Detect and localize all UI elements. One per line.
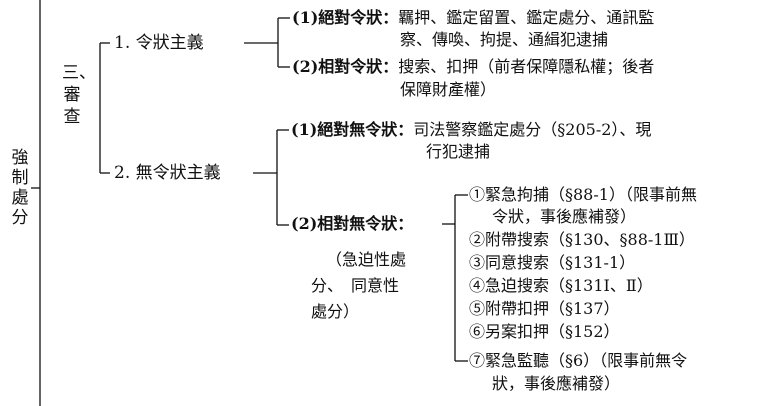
relative-no-warrant-sub-1: （急迫性處 <box>326 250 407 269</box>
list-item-emergency-wiretap-cont: 狀，事後應補發） <box>492 374 621 393</box>
absolute-no-warrant-lead: (1)絕對無令狀： <box>291 120 414 139</box>
relative-warrant-item: (2)相對令狀：搜索、扣押（前者保障隱私權；後者 <box>292 56 654 78</box>
section-label: 三、審查 <box>62 63 96 127</box>
absolute-no-warrant-text-1: 司法警察鑑定處分（§205-2）、現 <box>413 120 652 139</box>
absolute-warrant-lead: (1)絕對令狀： <box>292 8 399 27</box>
absolute-no-warrant-text-2: 行犯逮捕 <box>426 142 491 161</box>
relative-no-warrant-sub-3: 處分） <box>311 302 360 321</box>
absolute-no-warrant-item: (1)絕對無令狀：司法警察鑑定處分（§205-2）、現 <box>291 119 651 141</box>
relative-warrant-lead: (2)相對令狀： <box>292 57 399 76</box>
list-item-emergency-wiretap: ⑦緊急監聽（§6）（限事前無令 <box>469 351 688 370</box>
root-label: 強制處分 <box>11 148 29 228</box>
list-item-emergency-arrest: ①緊急拘捕（§88-1）（限事前無 <box>469 185 697 204</box>
absolute-warrant-text-2: 察、傳喚、拘提、通緝犯逮捕 <box>400 30 609 49</box>
list-item-exigent-search: ④急迫搜索（§131Ⅰ、Ⅱ） <box>469 276 653 295</box>
absolute-warrant-text-1: 羈押、鑑定留置、鑑定處分、通訊監 <box>398 8 655 27</box>
list-item-other-case-seizure: ⑥另案扣押（§152） <box>469 322 620 341</box>
absolute-warrant-item: (1)絕對令狀：羈押、鑑定留置、鑑定處分、通訊監 <box>292 7 654 29</box>
list-item-incident-search: ②附帶搜索（§130、§88-1Ⅲ） <box>469 230 695 249</box>
relative-no-warrant-sub-2: 分、 同意性 <box>311 276 400 295</box>
list-item-incident-seizure: ⑤附帶扣押（§137） <box>469 299 620 318</box>
branch-warrant-principle: 1. 令狀主義 <box>114 33 204 53</box>
branch-no-warrant-principle: 2. 無令狀主義 <box>114 163 221 183</box>
relative-warrant-text-2: 保障財產權） <box>400 80 497 99</box>
relative-warrant-text-1: 搜索、扣押（前者保障隱私權；後者 <box>398 57 655 76</box>
list-item-consent-search: ③同意搜索（§131-1） <box>469 253 636 272</box>
list-item-emergency-arrest-cont: 令狀，事後應補發） <box>492 207 637 226</box>
relative-no-warrant-lead: (2)相對無令狀： <box>291 214 414 233</box>
